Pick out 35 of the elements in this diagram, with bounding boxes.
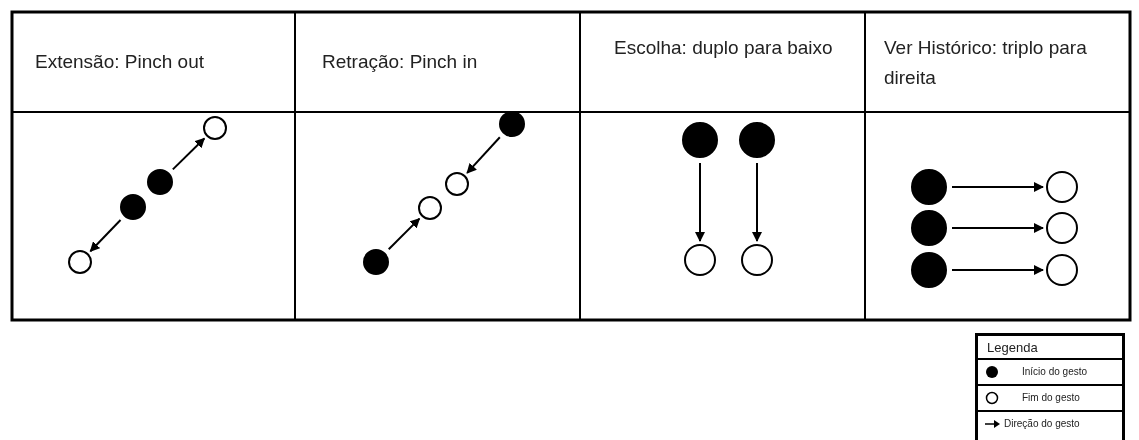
touch-end-dot bbox=[445, 172, 469, 196]
touch-end-dot bbox=[203, 116, 227, 140]
touch-end-dot bbox=[741, 244, 773, 276]
touch-start-dot bbox=[739, 122, 775, 158]
column-header: Extensão: Pinch out bbox=[35, 50, 205, 74]
column-header: Retração: Pinch in bbox=[322, 50, 479, 74]
touch-end-dot bbox=[1046, 171, 1078, 203]
legend-text: Início do gesto bbox=[1022, 366, 1088, 377]
arrow bbox=[387, 217, 421, 251]
arrow bbox=[951, 265, 1044, 275]
touch-end-dot bbox=[418, 196, 442, 220]
legend-text: Direção do gesto bbox=[1004, 418, 1080, 429]
touch-end-dot bbox=[1046, 212, 1078, 244]
arrow bbox=[752, 162, 762, 242]
column-header: Ver Histórico: triplo para direita bbox=[884, 36, 1088, 90]
legend-text: Fim do gesto bbox=[1022, 392, 1080, 403]
arrow bbox=[695, 162, 705, 242]
touch-start-dot bbox=[911, 169, 947, 205]
touch-start-dot bbox=[911, 252, 947, 288]
legend-title: Legenda bbox=[987, 340, 1038, 355]
touch-start-dot bbox=[363, 249, 389, 275]
arrow bbox=[171, 137, 206, 171]
touch-end-dot bbox=[68, 250, 92, 274]
touch-end-dot bbox=[684, 244, 716, 276]
arrow bbox=[951, 223, 1044, 233]
column-header: Escolha: duplo para baixo bbox=[614, 36, 834, 60]
touch-start-dot bbox=[147, 169, 173, 195]
touch-start-dot bbox=[499, 111, 525, 137]
arrow bbox=[89, 218, 122, 253]
touch-start-dot bbox=[911, 210, 947, 246]
touch-start-dot bbox=[682, 122, 718, 158]
touch-end-dot bbox=[1046, 254, 1078, 286]
touch-start-dot bbox=[120, 194, 146, 220]
arrow bbox=[466, 136, 501, 174]
arrow bbox=[951, 182, 1044, 192]
